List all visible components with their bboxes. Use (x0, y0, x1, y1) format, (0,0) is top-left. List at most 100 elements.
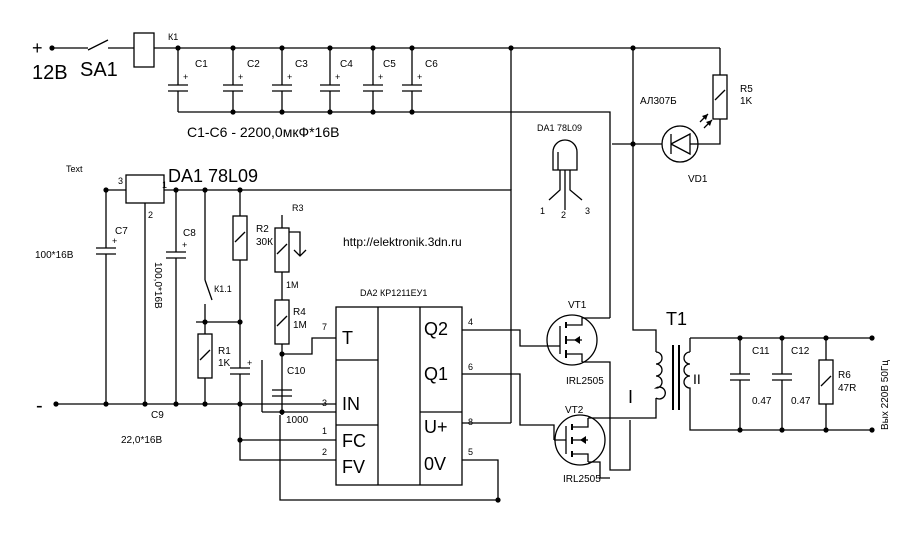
cap-plus: + (287, 72, 292, 82)
ic-pin-q2: Q2 (424, 319, 448, 339)
led-indicator-branch: R5 1K АЛ307Б VD1 (612, 74, 753, 185)
cap-plus: + (247, 358, 252, 368)
capacitor-c11: C11 0.47 (730, 338, 772, 430)
ic-pin-num-0v: 5 (468, 447, 473, 457)
capacitor-c7: + C7 100*16В (35, 226, 128, 404)
capacitor-bank: + C1 + C2 + C3 + C4 + C5 + C6 (168, 58, 611, 290)
supply-voltage-label: 12В (32, 62, 68, 84)
capacitor-c1-label: C1 (195, 59, 208, 70)
resistor-r6-value: 47R (838, 383, 856, 394)
website-url: http://elektronik.3dn.ru (343, 235, 462, 249)
relay-k1-label: К1 (168, 32, 178, 42)
resistor-r1-label: R1 (218, 346, 231, 357)
relay-contact-k11: К1.1 (204, 190, 232, 322)
capacitor-c5-label: C5 (383, 59, 396, 70)
ic-pin-num-q1: 6 (468, 362, 473, 372)
da1-pin-in: 3 (118, 176, 123, 186)
capacitor-c12-value: 0.47 (791, 396, 811, 407)
trimmer-r3-value: 1M (286, 280, 299, 290)
relay-contact-k11-label: К1.1 (214, 284, 232, 294)
pin-3: 3 (585, 206, 590, 216)
capacitor-c12-label: C12 (791, 346, 810, 357)
ic-pin-fv: FV (342, 457, 365, 477)
transformer-t1: I II T1 (582, 290, 701, 479)
trimmer-r3-body (274, 227, 290, 273)
output-filter: C11 0.47 C12 0.47 R6 47R Вых 220В 50Гц (689, 335, 891, 433)
relay-k1-coil (133, 32, 155, 68)
transformer-primary-label: I (628, 387, 633, 407)
ic-da2: DA2 КР1211ЕУ1 T IN FC FV Q2 Q1 U+ 0V 7 3… (322, 288, 473, 486)
resistor-r5-label: R5 (740, 84, 753, 95)
pin-2: 2 (561, 210, 566, 220)
mosfet-vt1-label: VT1 (568, 300, 587, 311)
resistor-r5-value: 1K (740, 96, 753, 107)
resistor-r5 (712, 74, 728, 120)
negative-rail: - (36, 395, 336, 417)
mosfet-vt2-label: VT2 (565, 405, 584, 416)
transformer-secondary-label: II (693, 371, 701, 387)
capacitor-c4: + C4 (320, 58, 353, 112)
capacitor-c6-label: C6 (425, 59, 438, 70)
capacitor-c11-label: C11 (752, 346, 770, 357)
resistor-r1-body (197, 333, 213, 379)
cap-plus: + (182, 240, 187, 250)
cap-plus: + (183, 72, 188, 82)
capacitor-c6: + C6 (402, 58, 438, 112)
resistor-r4-value: 1M (293, 320, 307, 331)
capacitor-c5: + C5 (363, 58, 396, 112)
mosfet-vt1: VT1 IRL2505 (546, 300, 610, 387)
capacitor-c8-value: 100,0*16В (152, 262, 163, 309)
da1-pin-out: 1 (162, 180, 167, 190)
ic-pin-num-fc: 1 (322, 426, 327, 436)
resistor-r2-value: 30К (256, 237, 273, 248)
cap-plus: + (378, 72, 383, 82)
capacitor-c11-value: 0.47 (752, 396, 772, 407)
ic-pin-num-t: 7 (322, 322, 327, 332)
regulator-da1-label: DA1 78L09 (168, 166, 258, 186)
transformer-t1-label: T1 (666, 309, 687, 329)
resistor-r4-body (274, 299, 290, 345)
ic-pin-num-uplus: 8 (468, 417, 473, 427)
capacitor-c2: + C2 (223, 58, 260, 112)
ic-da2-label: DA2 КР1211ЕУ1 (360, 288, 427, 298)
mosfet-vt2-type: IRL2505 (563, 474, 601, 485)
capacitor-c8: + C8 100,0*16В (152, 190, 196, 404)
cap-plus: + (112, 236, 117, 246)
capacitor-c1: + C1 (168, 58, 208, 112)
ic-da2-body (335, 306, 463, 486)
trimmer-r3: R3 1M (274, 203, 307, 300)
resistor-r2-body (232, 215, 248, 261)
mosfet-vt1-type: IRL2505 (566, 376, 604, 387)
ic-pin-t: T (342, 328, 353, 348)
pinout-title: DA1 78L09 (537, 123, 582, 133)
ic-pin-num-fv: 2 (322, 447, 327, 457)
capacitor-bank-note: С1-С6 - 2200,0мкФ*16В (187, 124, 339, 140)
trimmer-r3-label: R3 (292, 203, 304, 213)
led-vd1-label: VD1 (688, 174, 708, 185)
capacitor-c8-label: C8 (183, 228, 196, 239)
capacitor-c7-value: 100*16В (35, 250, 74, 261)
ic-pin-num-in: 3 (322, 398, 327, 408)
resistor-r2: R2 30К (232, 190, 273, 368)
capacitor-c9-value: 22,0*16В (121, 435, 162, 446)
ic-pin-q1: Q1 (424, 364, 448, 384)
led-type-label: АЛ307Б (640, 96, 677, 107)
capacitor-c3: + C3 (272, 58, 308, 112)
cap-plus: + (417, 72, 422, 82)
capacitor-c10-value: 1000 (286, 415, 309, 426)
da1-pin-gnd: 2 (148, 210, 153, 220)
cap-plus: + (335, 72, 340, 82)
capacitor-c7-label: C7 (115, 226, 128, 237)
capacitor-c9-label: C9 (151, 410, 164, 421)
mosfet-vt2: VT2 IRL2505 (554, 405, 606, 485)
capacitor-c10-label: C10 (287, 366, 306, 377)
capacitor-c4-label: C4 (340, 59, 353, 70)
ic-pin-uplus: U+ (424, 417, 448, 437)
cap-plus: + (238, 72, 243, 82)
regulator-da1: 3 1 2 DA1 78L09 (118, 166, 258, 220)
pin-1: 1 (540, 206, 545, 216)
minus-sign: - (36, 395, 43, 417)
ic-pin-fc: FC (342, 431, 366, 451)
ic-pin-num-q2: 4 (468, 317, 473, 327)
